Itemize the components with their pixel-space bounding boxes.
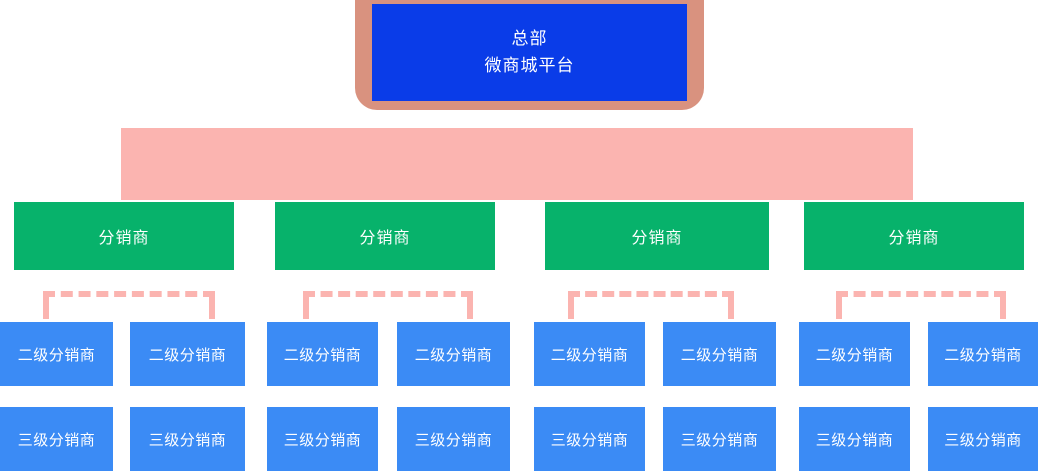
- level3-node-3[interactable]: 三级分销商: [267, 407, 378, 471]
- level2-node-label: 二级分销商: [550, 346, 629, 364]
- level1-node-2[interactable]: 分销商: [275, 202, 495, 270]
- level3-node-label: 三级分销商: [550, 431, 629, 449]
- connector-right-stub: [467, 297, 473, 319]
- level3-node-8[interactable]: 三级分销商: [928, 407, 1038, 471]
- level1-node-label: 分销商: [631, 230, 683, 247]
- branch-connector-4: [836, 291, 1006, 319]
- connector-horizontal-segment: [303, 291, 473, 297]
- connector-horizontal-segment: [836, 291, 1006, 297]
- level3-node-label: 三级分销商: [944, 431, 1022, 449]
- connector-left-stub: [303, 297, 309, 319]
- level3-node-2[interactable]: 三级分销商: [130, 407, 245, 471]
- connector-left-stub: [43, 297, 49, 319]
- level3-node-label: 三级分销商: [815, 431, 894, 449]
- hierarchy-connector-bar: [121, 128, 913, 200]
- level2-node-4[interactable]: 二级分销商: [397, 322, 510, 386]
- connector-left-stub: [836, 297, 842, 319]
- level2-node-label: 二级分销商: [944, 346, 1022, 364]
- level2-node-label: 二级分销商: [815, 346, 894, 364]
- level2-node-3[interactable]: 二级分销商: [267, 322, 378, 386]
- level3-node-label: 三级分销商: [148, 431, 227, 449]
- level2-node-2[interactable]: 二级分销商: [130, 322, 245, 386]
- level3-node-label: 三级分销商: [17, 431, 96, 449]
- headquarters-node[interactable]: 总部 微商城平台: [372, 4, 687, 101]
- level2-node-8[interactable]: 二级分销商: [928, 322, 1038, 386]
- level3-node-7[interactable]: 三级分销商: [799, 407, 910, 471]
- level1-node-4[interactable]: 分销商: [804, 202, 1024, 270]
- headquarters-subtitle: 微商城平台: [484, 55, 575, 75]
- connector-horizontal-segment: [568, 291, 734, 297]
- connector-right-stub: [728, 297, 734, 319]
- level3-node-6[interactable]: 三级分销商: [663, 407, 776, 471]
- level1-node-1[interactable]: 分销商: [14, 202, 234, 270]
- level2-node-label: 二级分销商: [414, 346, 493, 364]
- branch-connector-1: [43, 291, 215, 319]
- level2-node-6[interactable]: 二级分销商: [663, 322, 776, 386]
- connector-horizontal-segment: [43, 291, 215, 297]
- level3-node-1[interactable]: 三级分销商: [0, 407, 113, 471]
- level1-node-label: 分销商: [888, 230, 940, 247]
- branch-connector-2: [303, 291, 473, 319]
- connector-right-stub: [1000, 297, 1006, 319]
- level3-node-5[interactable]: 三级分销商: [534, 407, 645, 471]
- headquarters-title: 总部: [511, 29, 548, 49]
- level3-node-label: 三级分销商: [680, 431, 759, 449]
- level3-row: 三级分销商 三级分销商 三级分销商 三级分销商 三级分销商 三级分销商 三级分销…: [0, 407, 1038, 471]
- level3-node-4[interactable]: 三级分销商: [397, 407, 510, 471]
- level2-node-1[interactable]: 二级分销商: [0, 322, 113, 386]
- connector-left-stub: [568, 297, 574, 319]
- level2-node-label: 二级分销商: [680, 346, 759, 364]
- level2-node-label: 二级分销商: [283, 346, 362, 364]
- level1-node-3[interactable]: 分销商: [545, 202, 769, 270]
- level2-node-label: 二级分销商: [17, 346, 96, 364]
- connector-right-stub: [209, 297, 215, 319]
- level1-node-label: 分销商: [359, 230, 411, 247]
- level1-node-label: 分销商: [98, 230, 150, 247]
- level3-node-label: 三级分销商: [414, 431, 493, 449]
- level3-node-label: 三级分销商: [283, 431, 362, 449]
- branch-connector-3: [568, 291, 734, 319]
- level2-node-7[interactable]: 二级分销商: [799, 322, 910, 386]
- level2-node-5[interactable]: 二级分销商: [534, 322, 645, 386]
- level2-row: 二级分销商 二级分销商 二级分销商 二级分销商 二级分销商 二级分销商 二级分销…: [0, 322, 1038, 386]
- level1-row: 分销商 分销商 分销商 分销商: [0, 202, 1038, 270]
- level2-node-label: 二级分销商: [148, 346, 227, 364]
